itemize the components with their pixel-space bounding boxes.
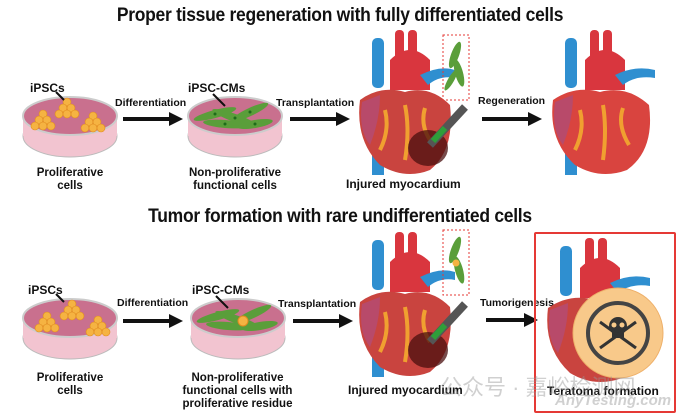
panel-1-title: Proper tissue regeneration with fully di… (116, 5, 564, 26)
syringe-icon (427, 229, 470, 345)
caption-line: Proliferative (36, 167, 104, 179)
petri-dish-cms (187, 93, 283, 158)
arrow-label-regeneration: Regeneration (478, 95, 546, 107)
petri-dish-ipscs (22, 91, 118, 158)
arrow-right-icon (123, 314, 183, 328)
injured-heart-illustration (359, 232, 455, 377)
petri-dish-cms-with-residue (190, 295, 286, 360)
syringe-icon (427, 34, 470, 148)
ipsc-cms-label: iPSC-CMs (188, 81, 246, 95)
injured-heart-illustration (359, 30, 455, 175)
arrow-right-icon (290, 112, 350, 126)
panel-2-title: Tumor formation with rare undifferentiat… (148, 206, 532, 227)
caption-line: cells (57, 180, 83, 192)
caption-line: Non-proliferative (188, 167, 281, 179)
caption-line: Proliferative (36, 372, 104, 384)
ipsc-cms-label: iPSC-CMs (192, 283, 250, 297)
arrow-right-icon (486, 313, 538, 327)
watermark-subtext: AnyTesting.com (555, 392, 672, 409)
caption-line: cells (57, 385, 83, 397)
caption-line: functional cells (193, 180, 277, 192)
arrow-label-differentiation: Differentiation (115, 97, 187, 109)
undifferentiated-cell (237, 315, 249, 327)
dish1-caption: Proliferative cells (20, 372, 120, 398)
dish1-caption: Proliferative cells (20, 167, 120, 193)
skull-crossbones-icon (599, 317, 637, 350)
watermark-text: 公众号 · 嘉峪检测网 (440, 375, 636, 400)
ipsc-colony (30, 97, 106, 133)
arrow-right-icon (293, 314, 353, 328)
dish2-caption: Non-proliferative functional cells with … (175, 372, 300, 411)
teratoma-formation-caption: Teratoma formation (547, 384, 659, 398)
heart-with-teratoma-illustration (547, 238, 664, 382)
caption-line: Non-proliferative (191, 372, 284, 384)
ipscs-label: iPSCs (28, 283, 63, 297)
teratoma-highlight-box (534, 232, 676, 413)
ipscs-label: iPSCs (30, 81, 65, 95)
injured-myocardium-caption: Injured myocardium (346, 177, 461, 191)
arrow-right-icon (482, 112, 542, 126)
healthy-heart-illustration (552, 30, 655, 175)
arrow-label-transplantation: Transplantation (276, 97, 355, 109)
injured-myocardium-caption: Injured myocardium (348, 383, 463, 397)
caption-line: proliferative residue (182, 398, 293, 410)
arrow-label-transplantation: Transplantation (278, 298, 357, 310)
arrow-label-differentiation: Differentiation (117, 297, 189, 309)
caption-line: functional cells with (182, 385, 293, 397)
arrow-right-icon (123, 112, 183, 126)
dish2-caption: Non-proliferative functional cells (180, 167, 290, 193)
petri-dish-ipscs (22, 293, 118, 360)
